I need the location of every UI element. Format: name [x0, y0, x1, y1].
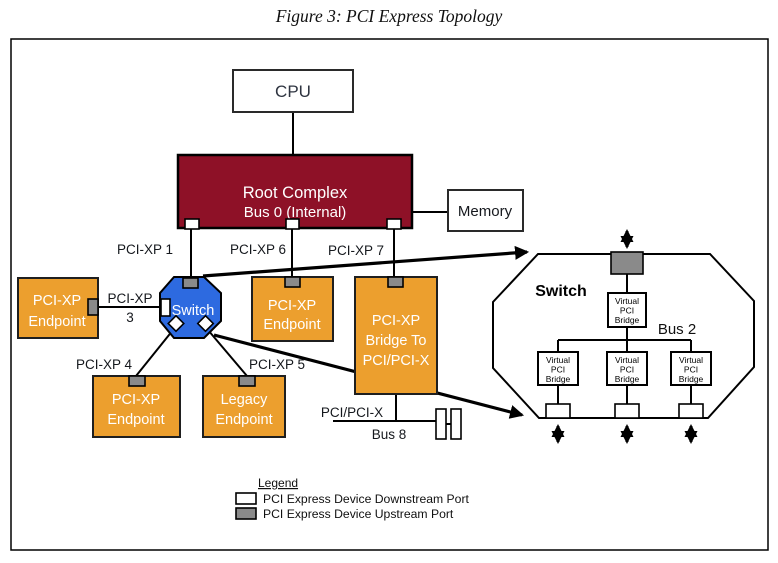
downstream-port [167, 314, 185, 333]
bridge-label-line1: PCI-XP [372, 313, 420, 329]
pci-slot [435, 408, 447, 440]
cpu-box [232, 69, 354, 113]
bus8-label: Bus 8 [372, 427, 407, 442]
endpoint-mid-label-line2: Endpoint [263, 317, 320, 333]
upstream-port [128, 375, 146, 387]
virtual-pci-bridge-box [537, 351, 579, 386]
upstream-port [387, 276, 404, 288]
legend-upstream-label: PCI Express Device Upstream Port [263, 507, 454, 521]
legend-title: Legend [258, 476, 298, 490]
downstream-port [285, 218, 300, 230]
memory-box [447, 189, 524, 232]
downstream-port [160, 298, 171, 317]
legacy-endpoint-label-line1: Legacy [221, 392, 269, 408]
vpb-label-line1: Virtual [615, 296, 639, 306]
pci-pcix-label: PCI/PCI-X [321, 405, 383, 420]
endpoint-bottom-label-line1: PCI-XP [112, 392, 160, 408]
legend-upstream-swatch [235, 507, 257, 520]
root-complex-label: Root Complex [243, 184, 348, 202]
virtual-pci-bridge-box [670, 351, 712, 386]
vpb-label-line3: Bridge [546, 374, 571, 384]
bridge-label-line3: PCI/PCI-X [363, 353, 430, 369]
vpb-label-line2: PCI [620, 306, 634, 316]
downstream-port [386, 218, 402, 230]
link-label-pcixp7: PCI-XP 7 [328, 243, 384, 258]
vpb-label-line1: Virtual [546, 355, 570, 365]
downstream-port [678, 403, 704, 419]
pci-slot [450, 408, 462, 440]
upstream-port [238, 375, 256, 387]
vpb-label-line2: PCI [551, 365, 565, 375]
bridge-box [354, 276, 438, 395]
vpb-label-line2: PCI [684, 365, 698, 375]
vpb-label-line3: Bridge [615, 315, 640, 325]
figure-title: Figure 3: PCI Express Topology [275, 6, 503, 26]
connector-link-pcixp4 [135, 329, 174, 377]
memory-label: Memory [458, 203, 513, 220]
downstream-port [614, 403, 640, 419]
link-label-pcixp3-line1: PCI-XP [107, 291, 152, 306]
switch-detail-outline [492, 253, 755, 419]
upstream-port [182, 277, 199, 289]
bus2-label: Bus 2 [658, 321, 696, 338]
vpb-label-line3: Bridge [679, 374, 704, 384]
downstream-port [545, 403, 571, 419]
vpb-label-line1: Virtual [615, 355, 639, 365]
link-label-pcixp1: PCI-XP 1 [117, 242, 173, 257]
switch-label: Switch [172, 303, 215, 319]
cpu-label: CPU [275, 82, 311, 101]
endpoint-left-box [17, 277, 99, 339]
endpoint-left-label-line2: Endpoint [28, 314, 85, 330]
vpb-label-line1: Virtual [679, 355, 703, 365]
link-label-pcixp6: PCI-XP 6 [230, 242, 286, 257]
upstream-port [284, 276, 301, 288]
endpoint-mid-label-line1: PCI-XP [268, 298, 316, 314]
virtual-pci-bridge-box [606, 351, 648, 386]
virtual-pci-bridge-box [607, 292, 647, 328]
figure-border [10, 38, 769, 551]
link-label-pcixp5: PCI-XP 5 [249, 357, 305, 372]
vpb-label-line3: Bridge [615, 374, 640, 384]
connector-link-pcixp5 [207, 329, 248, 377]
endpoint-bottom-label-line2: Endpoint [107, 412, 164, 428]
legacy-endpoint-label-line2: Endpoint [215, 412, 272, 428]
bridge-label-line2: Bridge To [366, 333, 427, 349]
legend-downstream-swatch [235, 492, 257, 505]
downstream-port [196, 314, 215, 333]
vpb-label-line2: PCI [620, 365, 634, 375]
bus0-label: Bus 0 (Internal) [244, 204, 347, 221]
upstream-port [610, 251, 644, 275]
downstream-port [184, 218, 200, 230]
link-label-pcixp4: PCI-XP 4 [76, 357, 133, 372]
zoom-arrow-top [202, 245, 530, 278]
switch-detail-label: Switch [535, 283, 587, 300]
legacy-endpoint-box [202, 375, 286, 438]
endpoint-left-label-line1: PCI-XP [33, 293, 81, 309]
link-label-pcixp3-line2: 3 [126, 310, 134, 325]
upstream-port [87, 298, 99, 316]
legend-downstream-label: PCI Express Device Downstream Port [263, 492, 470, 506]
